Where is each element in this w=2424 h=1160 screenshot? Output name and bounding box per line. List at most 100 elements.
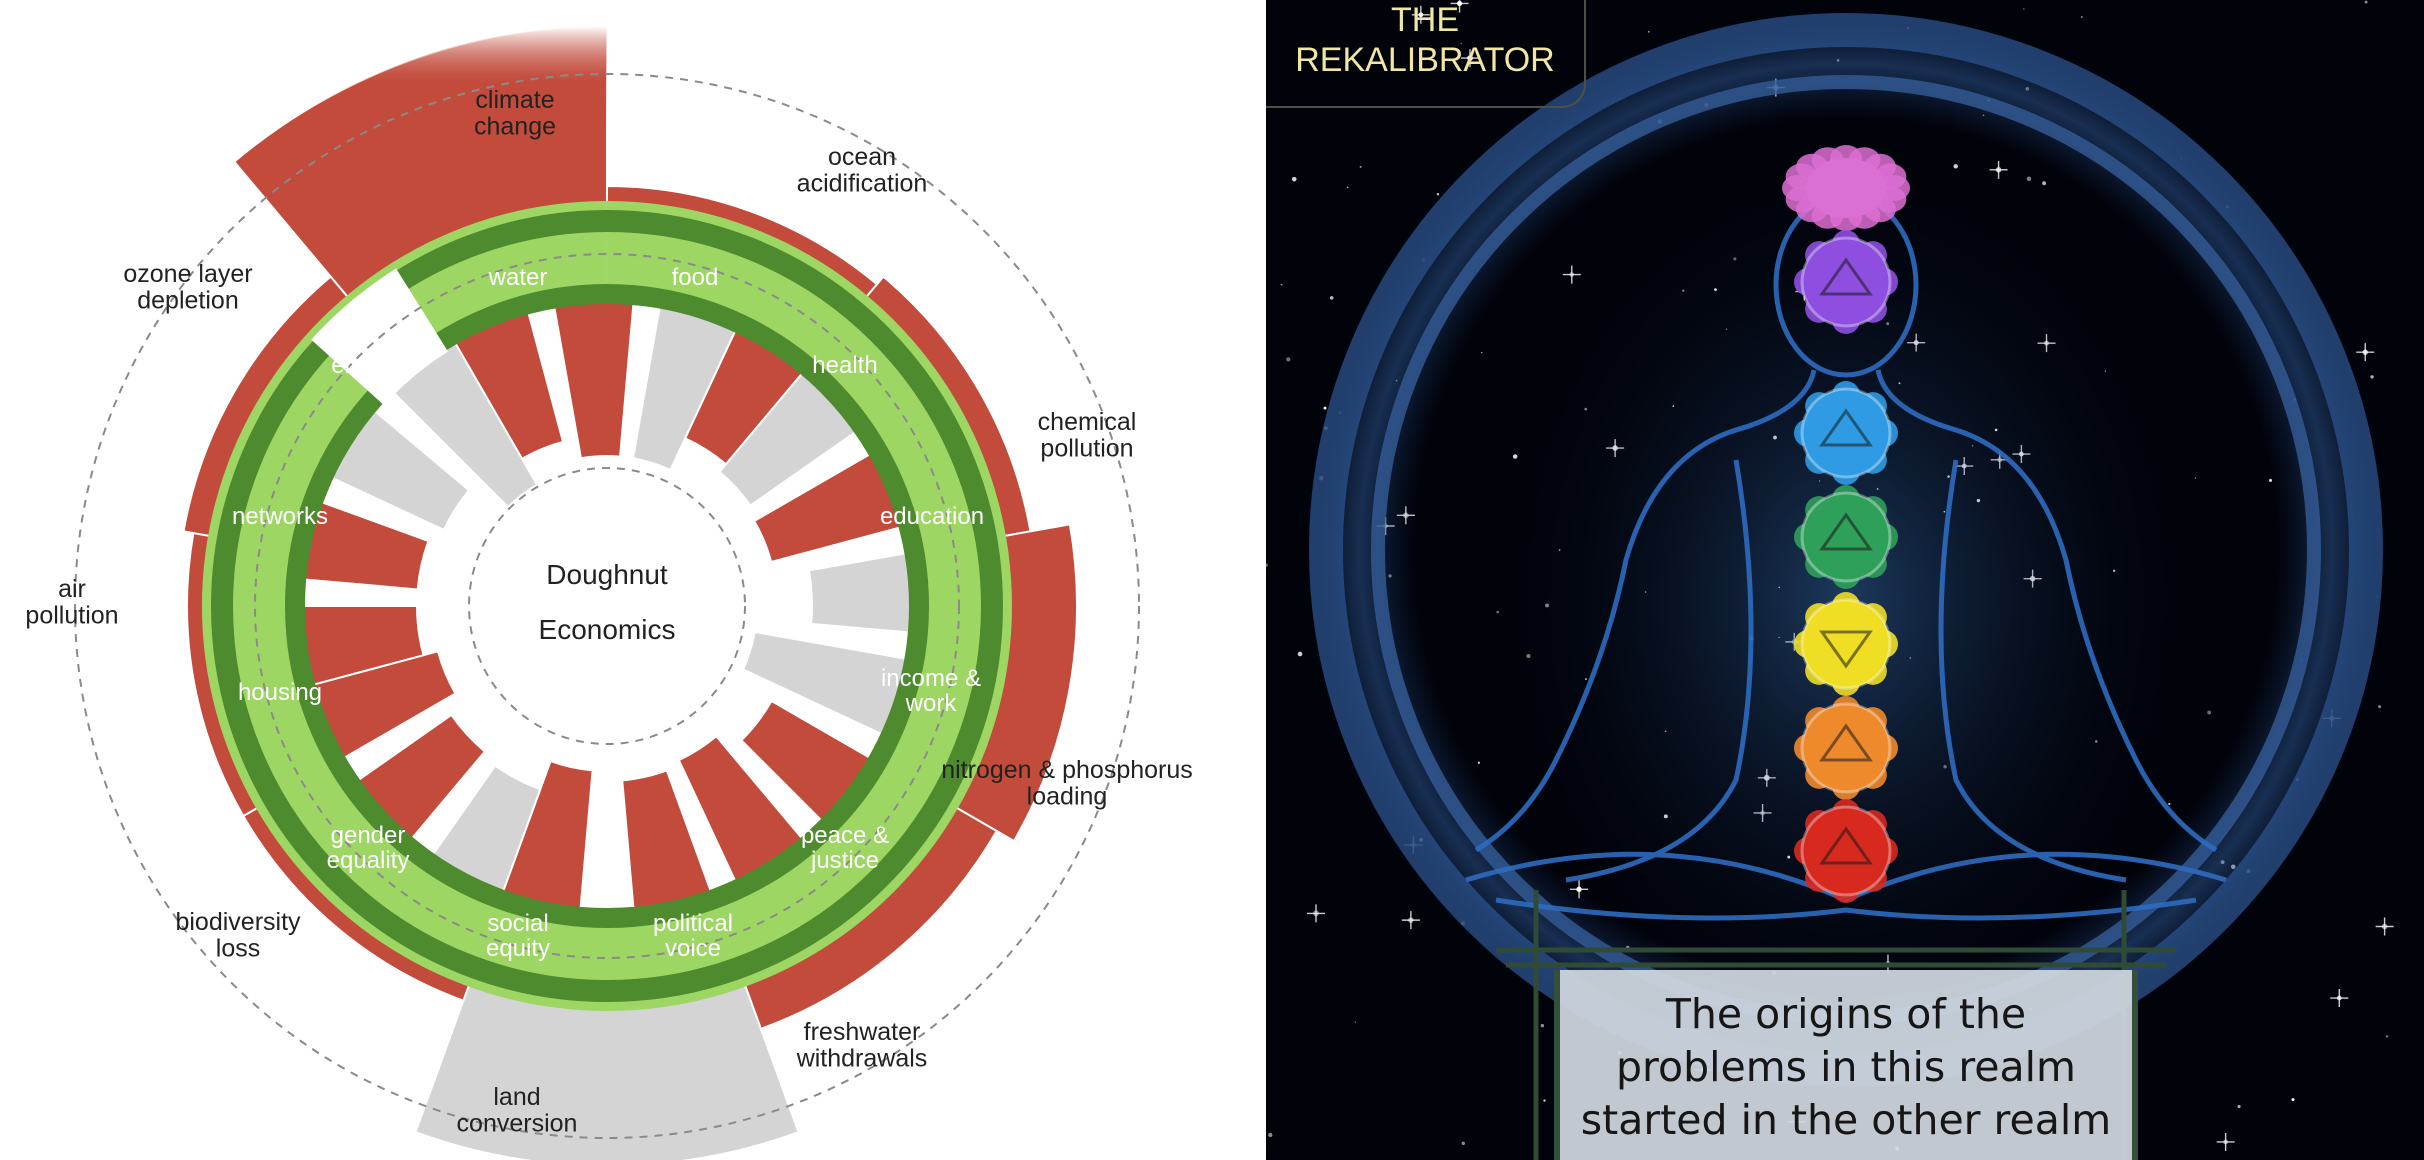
ecological-ceiling-ring [211, 210, 1003, 1002]
freshwater-label-line: withdrawals [796, 1044, 928, 1072]
chakra-disc [1800, 598, 1892, 690]
star-flare [1461, 49, 1480, 68]
education-label-line: education [880, 503, 984, 530]
center-dashed-circle [468, 467, 746, 745]
peace-label-line: justice [810, 847, 879, 874]
middle-dashed-circle [254, 253, 960, 959]
caption-box: The origins of the problems in this real… [1554, 970, 2138, 1160]
chakra-symbol [1819, 630, 1873, 669]
chemical-label-line: chemical [1038, 408, 1137, 436]
star-flare [1450, 0, 1469, 13]
ozone-label-line: depletion [137, 286, 238, 314]
food-shortfall [552, 300, 635, 460]
ozone-label-line: ozone layer [123, 260, 252, 288]
outer-dashed-circle [74, 73, 1140, 1139]
income-label: income &work [881, 665, 981, 717]
root-chakra [1794, 799, 1898, 903]
energy-label-line: energy [331, 352, 404, 379]
chakra-disc [1800, 236, 1892, 328]
caption-line: The origins of the [1665, 990, 2027, 1038]
water-label: water [488, 264, 548, 291]
star [2291, 1098, 2295, 1102]
income-label-line: work [905, 690, 958, 717]
biodiversity-label-line: loss [216, 934, 260, 962]
star [2237, 1104, 2241, 1109]
networks-label-line: networks [232, 503, 328, 530]
star [1540, 1023, 1545, 1028]
star [1436, 192, 1440, 196]
star [2023, 8, 2025, 10]
chakra-disc [1800, 387, 1892, 479]
political-label-line: voice [665, 935, 721, 962]
education-shortfall-b [807, 551, 913, 634]
chakra-symbol [1819, 723, 1873, 762]
lotus-core [1806, 158, 1886, 218]
nitrogen-label-line: loading [1027, 782, 1108, 810]
water-label-line: water [488, 264, 548, 291]
chakra-poster-panel: THE REKALIBRATOR The origins of the prob… [1266, 0, 2424, 1160]
ocean-label-line: ocean [828, 143, 896, 171]
gender-label-line: gender [331, 822, 406, 849]
health-label-line: health [812, 352, 877, 379]
star [1648, 31, 1650, 33]
climate-label-line: change [474, 112, 556, 140]
star-flare [1401, 911, 1420, 930]
throat-chakra [1794, 381, 1898, 485]
star [1543, 1099, 1546, 1102]
star [2080, 16, 2083, 18]
land-label-line: conversion [457, 1109, 578, 1137]
star [1354, 1021, 1357, 1023]
third-eye-chakra [1794, 230, 1898, 334]
social-foundation-labels: water food health education income &work peac… [232, 264, 984, 962]
nitrogen-label-line: nitrogen & phosphorus [941, 756, 1193, 784]
education-label: education [880, 503, 984, 530]
housing-label: housing [238, 679, 322, 706]
star [2370, 375, 2374, 379]
political-label-line: political [653, 910, 733, 937]
brand-line2: REKALIBRATOR [1295, 41, 1555, 79]
star [1359, 165, 1362, 168]
chakra-symbol [1819, 408, 1873, 447]
chemical-label-line: pollution [1040, 434, 1133, 462]
air-label-line: pollution [25, 601, 118, 629]
star-flare [2330, 989, 2349, 1008]
ocean-label-line: acidification [797, 169, 928, 197]
chakra-disc [1800, 805, 1892, 897]
shortfall-wedges [300, 300, 913, 911]
chakra-column [1782, 145, 1910, 903]
caption-line: problems in this realm [1616, 1043, 2076, 1091]
star [1329, 296, 1334, 300]
star [1286, 357, 1291, 362]
brand-line1: THE [1391, 1, 1459, 39]
climate-label-line: climate [475, 86, 554, 114]
center-title-line2: Economics [539, 614, 676, 645]
star-flare [2356, 343, 2375, 362]
food-label: food [672, 264, 719, 291]
housing-label-line: housing [238, 679, 322, 706]
chakra-symbol [1819, 257, 1873, 296]
caption-line: started in the other realm [1580, 1096, 2112, 1144]
social-foundation-ring [285, 284, 929, 928]
social-label-line: equity [486, 935, 550, 962]
brand-badge: THE REKALIBRATOR [1266, 0, 1586, 108]
peace-label: peace &justice [801, 822, 889, 874]
star [1280, 283, 1283, 286]
chakra-disc [1800, 491, 1892, 583]
climate-fade-overlay [234, 26, 608, 285]
air-label-line: air [58, 575, 86, 603]
star-flare [1411, 5, 1430, 24]
star [1346, 186, 1349, 189]
star [1266, 563, 1268, 567]
health-label: health [812, 352, 877, 379]
heart-chakra [1794, 485, 1898, 589]
freshwater-label-line: freshwater [804, 1018, 921, 1046]
star [1461, 1141, 1465, 1145]
chakra-symbol [1819, 512, 1873, 551]
crown-chakra [1782, 145, 1910, 231]
